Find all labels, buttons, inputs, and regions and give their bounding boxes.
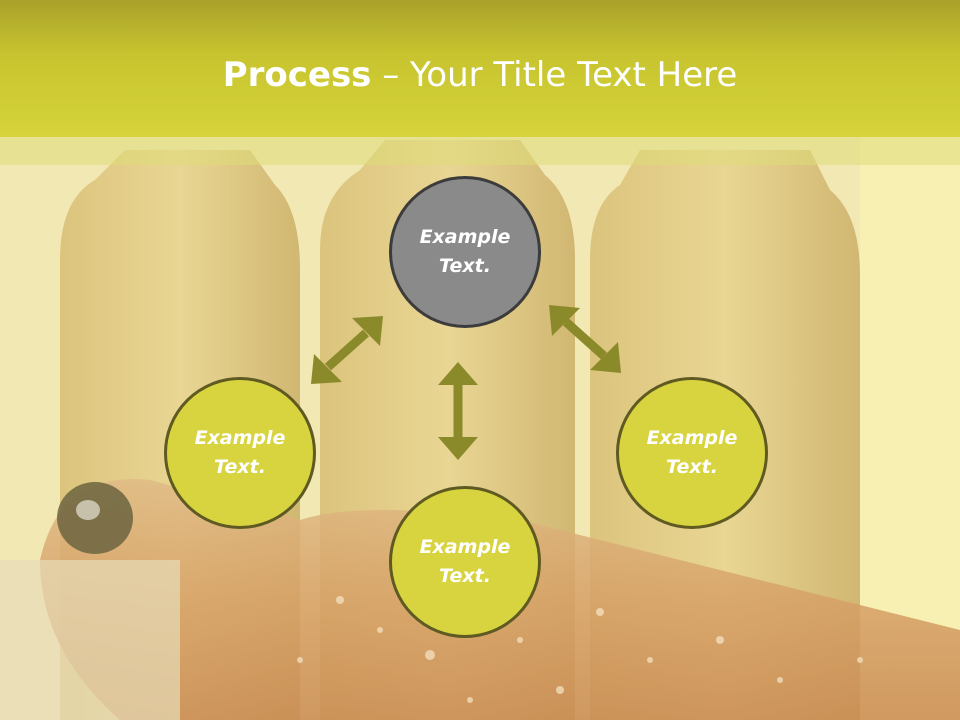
- slide-title: Process – Your Title Text Here: [0, 52, 960, 98]
- node-label: Example Text.: [419, 536, 511, 587]
- process-node-left[interactable]: Example Text.: [164, 377, 316, 529]
- title-bold: Process: [222, 55, 372, 95]
- process-node-right[interactable]: Example Text.: [616, 377, 768, 529]
- node-label: Example Text.: [646, 427, 738, 478]
- title-rest: – Your Title Text Here: [371, 55, 738, 95]
- node-label: Example Text.: [194, 427, 286, 478]
- process-node-top[interactable]: Example Text.: [389, 176, 541, 328]
- process-node-bottom[interactable]: Example Text.: [389, 486, 541, 638]
- title-strip: [0, 137, 960, 165]
- node-label: Example Text.: [419, 226, 511, 277]
- title-band: [0, 0, 960, 137]
